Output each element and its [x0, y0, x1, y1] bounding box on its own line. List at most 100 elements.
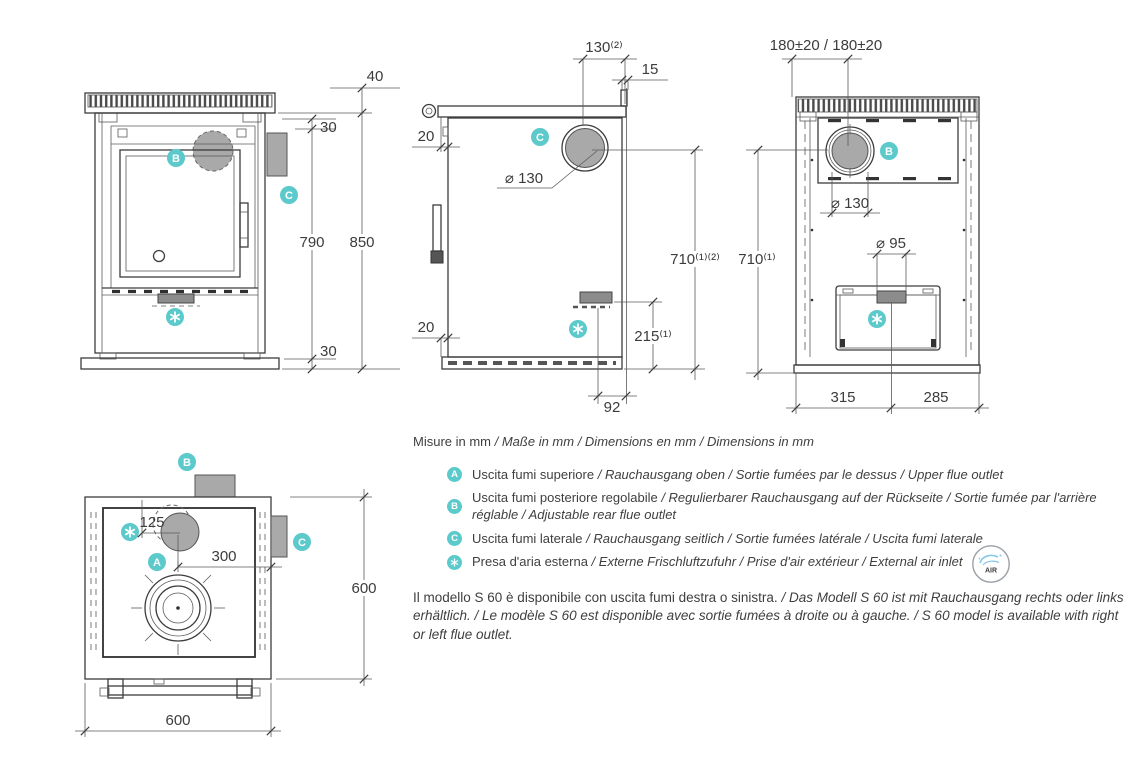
asterisk-icon — [450, 558, 459, 567]
top-body — [84, 496, 272, 680]
svg-text:C: C — [285, 190, 293, 202]
marker-air-top — [121, 523, 139, 541]
dim-rear-dia95: ⌀ 95 — [876, 235, 906, 252]
dim-front-40: 40 — [367, 68, 384, 85]
top-inner-frame — [102, 507, 256, 658]
dim-rear-710: 710⁽¹⁾ — [738, 251, 775, 268]
availability-note-translations: / Das Modell S 60 ist mit Rauchausgang r… — [413, 589, 1124, 642]
dim-rear-285: 285 — [923, 389, 948, 406]
rear-side-strips — [804, 118, 972, 357]
marker-b-rear: B — [880, 142, 898, 160]
legend-item-rear-flue: B Uscita fumi posteriore regolabile / Re… — [447, 490, 1125, 523]
marker-b-top: B — [178, 453, 196, 471]
dim-side-215: 215⁽¹⁾ — [634, 328, 671, 345]
rear-view-drawing: B 180±20 / 180±20 ⌀ 130 ⌀ 95 — [737, 37, 989, 414]
top-side-outlet-block — [270, 515, 288, 558]
dim-side-20-bottom: 20 — [418, 319, 435, 336]
legend-block: Misure in mm / Maße in mm / Dimensions e… — [413, 434, 1125, 645]
dim-rear-dia130: ⌀ 130 — [831, 195, 869, 212]
units-note: Misure in mm / Maße in mm / Dimensions e… — [413, 434, 1125, 451]
front-dimensions: 40 30 790 850 30 — [278, 68, 400, 374]
marker-air-front — [166, 308, 184, 326]
rear-body — [795, 96, 980, 366]
front-air-vent — [157, 293, 195, 304]
legend-item-upper-flue: A Uscita fumi superiore / Rauchausgang o… — [447, 467, 1125, 484]
dim-top-300: 300 — [211, 548, 236, 565]
svg-text:B: B — [183, 457, 191, 469]
side-view-drawing: C 130⁽²⁾ 15 20 ⌀ 1 — [412, 39, 723, 416]
rear-air-inlet-box — [835, 285, 941, 351]
legend-text-b: Uscita fumi posteriore regolabile / Regu… — [472, 490, 1097, 522]
front-air-control-knob — [152, 249, 166, 263]
side-air-inlet-plate — [579, 291, 613, 304]
marker-c-side: C — [531, 128, 549, 146]
rear-base-plate — [793, 364, 981, 374]
legend-badge-a: A — [447, 467, 462, 483]
dim-side-92: 92 — [604, 399, 621, 416]
legend-badge-c: C — [447, 531, 462, 547]
external-air-certification-icon: AIR — [971, 544, 1010, 583]
top-view-drawing: B A C 125 300 — [75, 453, 379, 737]
dim-side-dia130: ⌀ 130 — [505, 170, 543, 187]
side-base-plate — [441, 356, 623, 370]
front-top-grille — [87, 94, 273, 108]
legend-item-side-flue: C Uscita fumi laterale / Rauchausgang se… — [447, 531, 1125, 548]
svg-text:C: C — [298, 537, 306, 549]
marker-a-top: A — [148, 553, 166, 571]
dim-rear-315: 315 — [830, 389, 855, 406]
legend-text-air: Presa d'aria esterna / Externe Frischluf… — [472, 544, 1011, 583]
dim-front-30-top: 30 — [320, 119, 337, 136]
rear-top-grille — [797, 98, 978, 113]
front-side-outlet-block — [266, 132, 288, 177]
dim-side-130: 130⁽²⁾ — [585, 39, 622, 56]
top-upper-flue-outlet — [131, 561, 225, 655]
front-base-plate — [80, 357, 280, 370]
legend-text-c: Uscita fumi laterale / Rauchausgang seit… — [472, 530, 983, 546]
front-view-drawing: B C 40 30 790 850 — [80, 68, 400, 374]
dim-front-790: 790 — [299, 234, 324, 251]
svg-text:AIR: AIR — [984, 567, 996, 574]
availability-note: Il modello S 60 è disponibile con uscita… — [413, 589, 1125, 645]
rear-air-connector — [876, 290, 907, 304]
legend-badge-asterisk — [447, 554, 462, 570]
side-dimensions: 130⁽²⁾ 15 20 ⌀ 130 710⁽¹⁾⁽²⁾ — [412, 39, 723, 416]
units-note-translations: / Maße in mm / Dimensions en mm / Dimens… — [494, 434, 814, 449]
svg-text:B: B — [885, 146, 893, 158]
marker-air-rear — [868, 310, 886, 328]
top-flue-gray-circle — [160, 512, 200, 552]
side-hinge-ring — [421, 103, 437, 119]
marker-b-front: B — [167, 149, 185, 167]
dim-side-15: 15 — [642, 61, 659, 78]
legend-badge-b: B — [447, 499, 462, 515]
dim-front-850: 850 — [349, 234, 374, 251]
dim-top-600-right: 600 — [351, 580, 376, 597]
svg-text:A: A — [153, 557, 161, 569]
dim-top-600-bottom: 600 — [165, 712, 190, 729]
svg-text:C: C — [536, 132, 544, 144]
svg-text:B: B — [172, 153, 180, 165]
side-flue-outlet — [561, 124, 609, 172]
top-legs — [99, 678, 261, 699]
top-dimensions: 125 300 600 600 — [75, 489, 379, 737]
dim-top-125: 125 — [139, 514, 164, 531]
top-rear-outlet-stub — [194, 474, 236, 498]
legend-text-a: Uscita fumi superiore / Rauchausgang obe… — [472, 466, 1004, 482]
side-top-plate — [437, 105, 627, 118]
front-door-handle — [239, 202, 249, 248]
legend-item-air-inlet: Presa d'aria esterna / Externe Frischluf… — [447, 544, 1125, 583]
side-door-handle — [430, 126, 449, 264]
marker-c-top: C — [293, 533, 311, 551]
rear-flue-plate — [817, 117, 959, 184]
dim-side-710: 710⁽¹⁾⁽²⁾ — [670, 251, 720, 268]
marker-c-front: C — [280, 186, 298, 204]
availability-note-italian: Il modello S 60 è disponibile con uscita… — [413, 589, 782, 605]
front-hidden-flue-circle — [192, 130, 234, 172]
dim-side-20-top: 20 — [418, 128, 435, 145]
dim-front-30-bottom: 30 — [320, 343, 337, 360]
units-note-italian: Misure in mm — [413, 434, 495, 449]
rear-dimensions: 180±20 / 180±20 ⌀ 130 ⌀ 95 710⁽¹⁾ — [737, 37, 989, 414]
front-body — [94, 112, 266, 354]
dim-rear-180: 180±20 / 180±20 — [770, 37, 882, 54]
